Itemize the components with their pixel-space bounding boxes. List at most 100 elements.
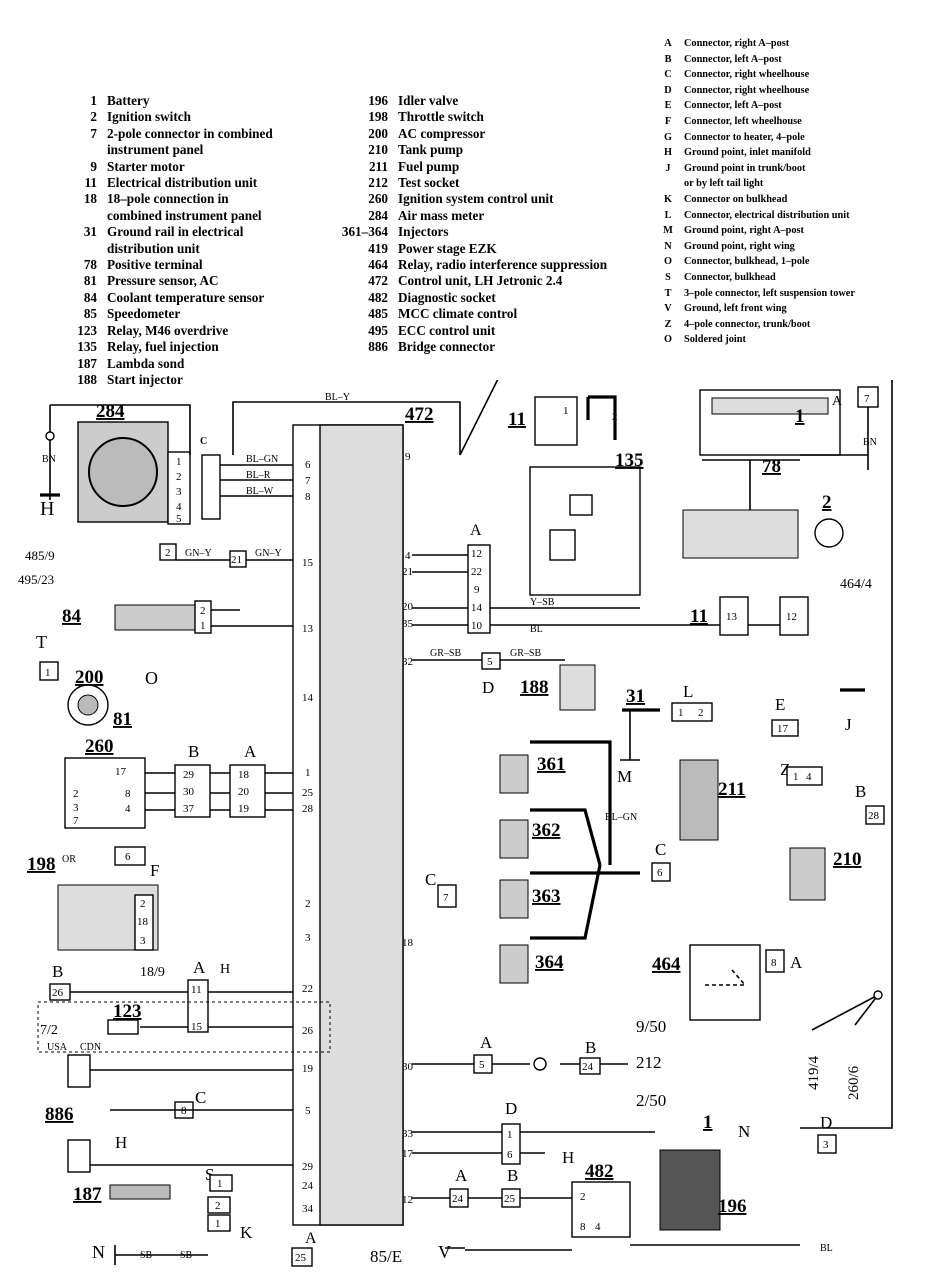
svg-text:V: V [438, 1242, 451, 1262]
svg-text:8: 8 [305, 491, 311, 503]
legend-row: A Connector, right A–post [660, 36, 855, 52]
legend-text: 3–pole connector, left suspension tower [684, 287, 855, 299]
legend-number: L [664, 209, 672, 221]
label-464: 464 [652, 954, 681, 975]
legend-text: 2-pole connector in combined [107, 125, 273, 141]
svg-text:11: 11 [191, 984, 202, 996]
legend-number: G [663, 131, 672, 143]
label-cdn: CDN [80, 1042, 101, 1053]
svg-text:6: 6 [305, 459, 311, 471]
legend-number: D [664, 84, 672, 96]
svg-text:4: 4 [125, 803, 131, 815]
svg-text:12: 12 [471, 548, 482, 560]
svg-text:2: 2 [215, 1200, 221, 1212]
legend-text: Start injector [107, 371, 183, 387]
svg-text:6: 6 [507, 1149, 513, 1161]
svg-text:A: A [480, 1033, 493, 1052]
svg-text:28: 28 [302, 803, 314, 815]
svg-text:N: N [738, 1122, 750, 1141]
legend-number: A [664, 38, 672, 49]
legend-text: instrument panel [107, 142, 204, 158]
svg-text:BL–GN: BL–GN [246, 454, 278, 465]
legend-text: Connector, electrical distribution unit [684, 209, 850, 221]
label-472: 472 [405, 404, 434, 425]
svg-text:GR–SB: GR–SB [430, 648, 461, 659]
svg-text:B: B [585, 1038, 596, 1057]
label-200: 200 [75, 667, 104, 688]
svg-text:1: 1 [217, 1178, 223, 1190]
svg-text:26: 26 [52, 987, 64, 999]
legend-number: 472 [368, 273, 388, 289]
legend-text: Ground point, right wing [684, 240, 795, 252]
legend-text: Connector, bulkhead [684, 271, 776, 283]
svg-text:30: 30 [402, 1061, 414, 1073]
legend-number: 123 [77, 322, 97, 338]
svg-text:26: 26 [302, 1025, 314, 1037]
svg-text:1: 1 [45, 667, 51, 679]
svg-text:3: 3 [140, 935, 146, 947]
svg-text:9: 9 [474, 584, 480, 596]
svg-text:4: 4 [176, 501, 182, 513]
svg-text:BN: BN [42, 454, 56, 465]
svg-text:21: 21 [402, 566, 413, 578]
label-81: 81 [113, 709, 132, 730]
svg-text:H: H [115, 1133, 127, 1152]
legend-text: Connector, left wheelhouse [684, 115, 802, 127]
legend-number: E [664, 100, 672, 112]
legend-text: Power stage EZK [398, 240, 497, 256]
svg-text:BL: BL [820, 1243, 833, 1254]
legend-text: distribution unit [107, 240, 200, 256]
label-187: 187 [73, 1184, 102, 1205]
ref-260-6: 260/6 [846, 1065, 862, 1100]
svg-text:28: 28 [868, 810, 880, 822]
svg-text:7: 7 [305, 475, 311, 487]
svg-text:2: 2 [698, 707, 704, 719]
svg-text:T: T [36, 632, 47, 652]
svg-text:7: 7 [864, 393, 870, 405]
legend-text: Connector, right A–post [684, 38, 790, 49]
svg-text:2: 2 [140, 898, 146, 910]
legend-text: Starter motor [107, 158, 185, 174]
svg-text:O: O [145, 668, 158, 688]
legend-text: Positive terminal [107, 257, 203, 273]
legend-number: 419 [368, 240, 388, 256]
legend-row: distribution unit [55, 241, 273, 257]
label-78: 78 [762, 456, 781, 477]
ignition-control-260 [64, 757, 146, 829]
ref-18-9: 18/9 [140, 965, 165, 980]
label-11-lower: 11 [690, 606, 708, 627]
svg-text:C: C [425, 870, 436, 889]
svg-text:17: 17 [402, 1148, 414, 1160]
legend-text: Test socket [398, 175, 460, 191]
svg-text:25: 25 [504, 1193, 516, 1205]
svg-text:Z: Z [780, 760, 790, 779]
label-196: 196 [718, 1196, 747, 1217]
svg-text:L: L [683, 682, 693, 701]
svg-text:21: 21 [231, 554, 242, 566]
svg-text:1: 1 [215, 1218, 221, 1230]
label-482: 482 [585, 1161, 614, 1182]
legend-text: MCC climate control [398, 306, 518, 322]
ref-419-4: 419/4 [806, 1055, 822, 1090]
svg-text:15: 15 [191, 1021, 203, 1033]
legend-number: 18 [83, 191, 97, 207]
legend-text: Pressure sensor, AC [107, 273, 219, 289]
